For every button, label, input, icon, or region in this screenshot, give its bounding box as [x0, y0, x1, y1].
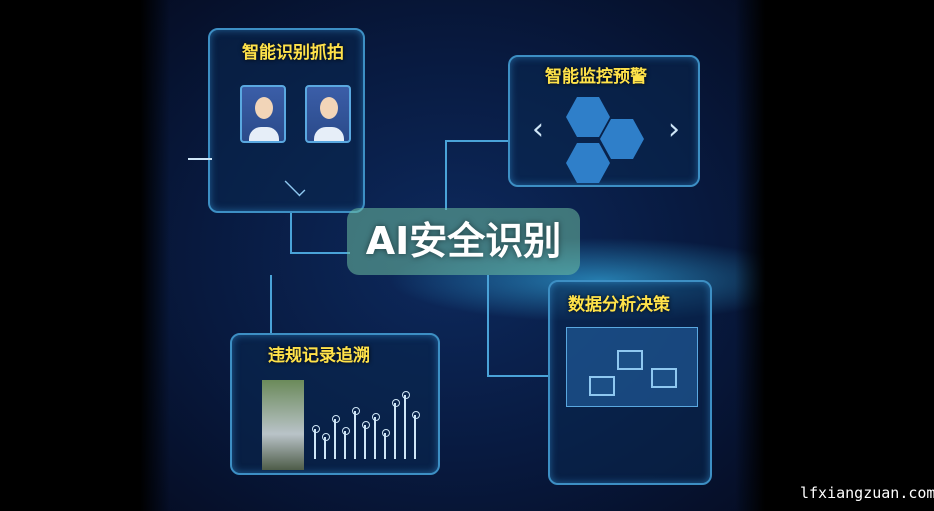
connector	[445, 140, 510, 142]
connector	[445, 140, 447, 210]
bar-graphic	[312, 385, 427, 459]
panel-title: 数据分析决策	[568, 295, 670, 315]
connector	[487, 375, 549, 377]
connector	[290, 213, 292, 253]
key-icon	[188, 158, 212, 160]
bar	[332, 415, 340, 459]
chevron-down-icon	[284, 175, 306, 197]
face-icon	[240, 85, 286, 143]
panel-title: 智能监控预警	[545, 67, 647, 87]
monitor-icon	[589, 376, 615, 396]
bar	[312, 425, 320, 459]
chevron-left-icon: ‹	[532, 112, 544, 147]
connector	[290, 252, 350, 254]
bar	[402, 391, 410, 459]
panel-smart-capture	[208, 28, 365, 213]
left-edge	[140, 0, 170, 511]
monitor-icon	[617, 350, 643, 370]
panel-title: 智能识别抓拍	[242, 43, 344, 63]
bar	[342, 427, 350, 459]
right-edge	[735, 0, 765, 511]
bar	[382, 429, 390, 459]
connector	[487, 275, 489, 375]
panel-smart-monitoring: ‹ ›	[508, 55, 700, 187]
bar	[352, 407, 360, 459]
face-icon	[305, 85, 351, 143]
center-label: AI安全识别	[347, 208, 580, 275]
panel-data-analysis	[548, 280, 712, 485]
watermark: lfxiangzuan.com	[800, 484, 934, 502]
hex-tile	[566, 97, 610, 137]
hex-tile	[566, 143, 610, 183]
bar	[412, 411, 420, 459]
monitor-icon	[651, 368, 677, 388]
bar	[362, 421, 370, 459]
chevron-right-icon: ›	[668, 112, 680, 147]
bar	[392, 399, 400, 459]
connector	[270, 275, 272, 335]
hex-tile	[600, 119, 644, 159]
panel-title: 违规记录追溯	[268, 346, 370, 366]
dashboard-screen	[566, 327, 698, 407]
bar	[372, 413, 380, 459]
road-photo	[262, 380, 304, 470]
panel-violation-records	[230, 333, 440, 475]
bar	[322, 433, 330, 459]
